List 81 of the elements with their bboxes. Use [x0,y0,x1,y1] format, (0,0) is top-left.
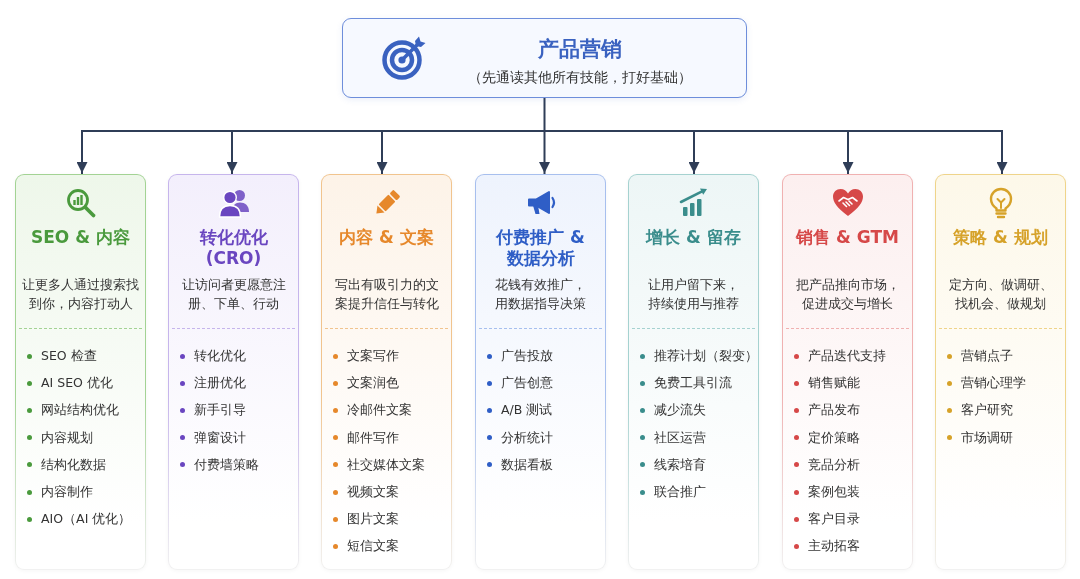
list-item: 文案写作 [347,347,399,365]
card-title: 付费推广 & 数据分析 [495,227,586,269]
arrow [76,130,88,174]
list-item: A/B 测试 [501,401,553,420]
card-title: 策略 & 规划 [953,227,1048,248]
list-item: 定价策略 [808,428,860,447]
list-item: 线索培育 [654,455,706,474]
connector-line [847,130,1003,132]
list-item: 客户研究 [961,401,1013,420]
list-item: 冷邮件文案 [347,401,412,420]
list-item: 广告创意 [501,374,553,393]
list-item: 文案润色 [347,374,399,393]
list-item: 客户目录 [808,510,860,529]
list-item: 广告投放 [501,347,553,365]
category-card [15,174,146,570]
arrow [226,130,238,174]
card-title: SEO & 内容 [31,227,130,248]
card-description: 花钱有效推广，用数据指导决策 [494,276,587,313]
card-title: 转化优化(CRO) [198,227,269,269]
list-item: 推荐计划（裂变） [654,347,758,365]
list-item: AIO（AI 优化） [41,510,132,529]
list-item: 网站结构优化 [41,401,119,420]
list-item: 邮件写作 [347,428,399,447]
list-item: 联合推广 [654,483,706,501]
list-item: 内容规划 [41,428,93,447]
list-item: 案例包装 [808,483,860,501]
card-description: 把产品推向市场，促进成交与增长 [794,276,901,313]
list-item: 营销心理学 [961,374,1026,393]
list-item: 竞品分析 [808,455,860,474]
arrow [688,130,700,174]
list-item: 社区运营 [654,428,706,447]
list-item: AI SEO 优化 [41,374,113,393]
arrow [376,130,388,174]
category-card [935,174,1066,570]
category-card [782,174,913,570]
card-description: 定方向、做调研、找机会、做规划 [947,276,1054,313]
list-item: 注册优化 [194,374,246,393]
arrow [539,130,550,174]
category-card [475,174,606,570]
list-item: 营销点子 [961,347,1013,365]
list-item: 图片文案 [347,510,399,529]
header-card [342,18,747,98]
list-item: 内容制作 [41,483,93,501]
connector-line [231,130,383,132]
list-item: 结构化数据 [41,455,106,474]
card-title: 增长 & 留存 [646,227,741,248]
connector-line [543,97,546,132]
arrow [996,130,1008,174]
list-item: 免费工具引流 [654,374,732,393]
list-item: 付费墙策略 [194,455,259,474]
connector-line [381,130,546,132]
category-card [321,174,452,570]
list-item: 分析统计 [501,428,553,447]
list-item: 视频文案 [347,483,399,501]
list-item: 数据看板 [501,455,553,474]
list-item: 新手引导 [194,401,246,420]
list-item: 主动拓客 [808,537,860,556]
list-item: SEO 检查 [41,347,97,365]
list-item: 市场调研 [961,428,1013,447]
category-card [168,174,299,570]
connector-line [81,130,233,132]
card-description: 让更多人通过搜索找到你，内容打动人 [21,276,140,313]
list-item: 产品发布 [808,401,860,420]
list-item: 减少流失 [654,401,706,420]
list-item: 转化优化 [194,347,246,365]
list-item: 产品迭代支持 [808,347,886,365]
card-description: 让访问者更愿意注册、下单、行动 [180,276,287,313]
category-card [628,174,759,570]
list-item: 销售赋能 [808,374,860,393]
card-description: 写出有吸引力的文案提升信任与转化 [333,276,440,313]
connector-line [543,130,695,132]
card-title: 销售 & GTM [796,227,899,248]
card-title: 内容 & 文案 [339,227,434,248]
subtitle: （先通读其他所有技能，打好基础） [467,68,692,87]
heading: 产品营销 [537,36,622,62]
arrow [842,130,854,174]
list-item: 短信文案 [347,537,399,556]
list-item: 弹窗设计 [194,428,246,447]
card-description: 让用户留下来，持续使用与推荐 [647,276,740,313]
list-item: 社交媒体文案 [347,455,425,474]
connector-line [693,130,849,132]
